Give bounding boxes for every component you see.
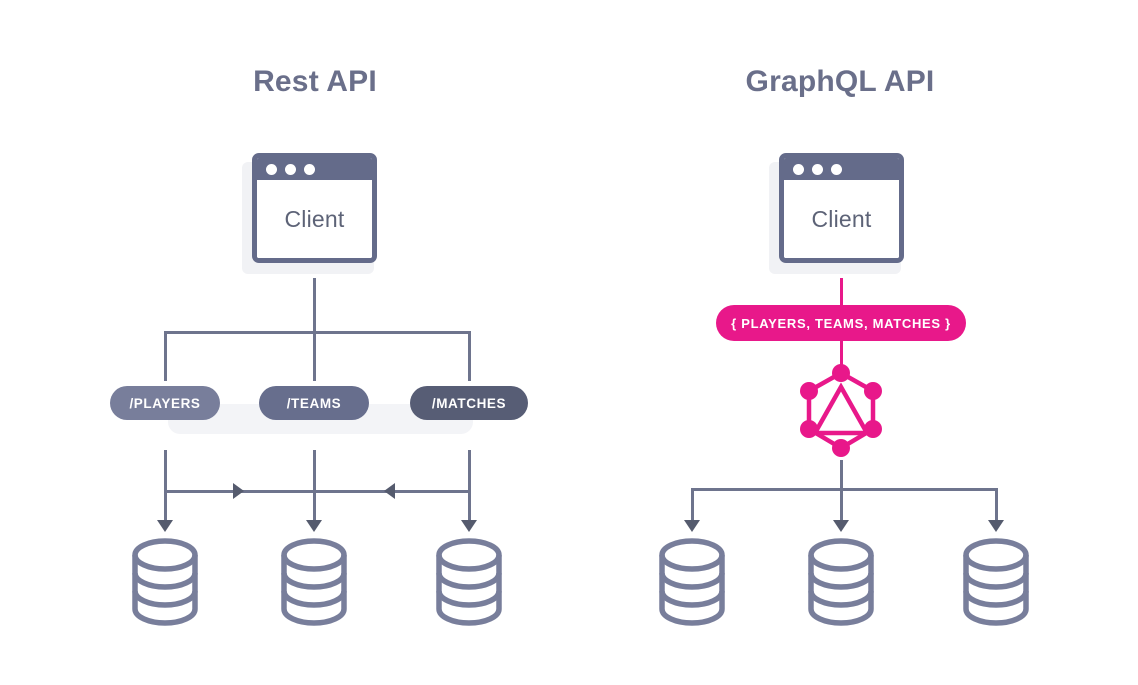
window-dot-icon	[793, 163, 804, 175]
client-window-rest[interactable]: Client	[252, 153, 377, 263]
arrow-down-icon	[833, 520, 849, 532]
endpoint-pill-players[interactable]: /PLAYERS	[110, 386, 220, 420]
page-title-rest: Rest API	[253, 65, 377, 98]
window-dot-icon	[266, 163, 277, 175]
connector-query-to-logo	[840, 334, 843, 366]
connector-matches-to-db	[468, 450, 471, 525]
connector-bus-graphql	[692, 488, 998, 491]
client-label-rest: Client	[284, 205, 345, 232]
connector-bus-to-db-2	[840, 488, 843, 525]
client-window-body-graphql: Client	[784, 180, 899, 258]
connector-bus-to-players	[164, 331, 167, 381]
client-label-graphql: Client	[811, 205, 872, 232]
database-icon	[278, 536, 350, 633]
database-icon	[656, 536, 728, 633]
connector-bus-to-db-3	[995, 488, 998, 525]
database-icon	[805, 536, 877, 633]
window-dot-icon	[812, 163, 823, 175]
client-titlebar-graphql	[784, 158, 899, 180]
database-icon	[129, 536, 201, 633]
connector-client-to-query	[840, 278, 843, 310]
arrow-down-icon	[988, 520, 1004, 532]
window-dot-icon	[831, 163, 842, 175]
connector-cross-rest	[165, 490, 471, 493]
arrow-left-icon	[384, 483, 395, 499]
connector-bus-to-matches	[468, 331, 471, 381]
graphql-query-pill[interactable]: { PLAYERS, TEAMS, MATCHES }	[716, 305, 966, 341]
connector-bus-rest	[165, 331, 471, 334]
client-window-body-rest: Client	[257, 180, 372, 258]
graphql-logo	[797, 363, 885, 464]
arrow-down-icon	[157, 520, 173, 532]
database-icon	[960, 536, 1032, 633]
database-icon	[433, 536, 505, 633]
client-window-graphql[interactable]: Client	[779, 153, 904, 263]
arrow-down-icon	[684, 520, 700, 532]
connector-bus-to-db-1	[691, 488, 694, 525]
connector-logo-to-bus	[840, 460, 843, 490]
arrow-right-icon	[233, 483, 244, 499]
connector-teams-to-db	[313, 450, 316, 525]
window-dot-icon	[304, 163, 315, 175]
endpoint-pill-matches[interactable]: /MATCHES	[410, 386, 528, 420]
client-titlebar-rest	[257, 158, 372, 180]
endpoint-pill-teams[interactable]: /TEAMS	[259, 386, 369, 420]
connector-client-to-bus-rest	[313, 278, 316, 333]
arrow-down-icon	[461, 520, 477, 532]
connector-players-to-db	[164, 450, 167, 525]
connector-bus-to-teams	[313, 331, 316, 381]
window-dot-icon	[285, 163, 296, 175]
arrow-down-icon	[306, 520, 322, 532]
page-title-graphql: GraphQL API	[745, 65, 935, 98]
